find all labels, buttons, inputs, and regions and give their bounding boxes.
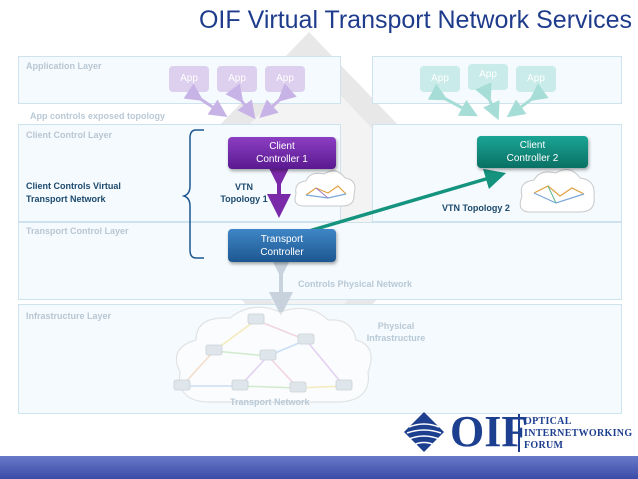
transport-network-label: Transport Network [230, 397, 310, 407]
infrastructure-layer-label: Infrastructure Layer [26, 311, 112, 321]
oif-logo-line1: OPTICAL [524, 416, 572, 427]
vtn-topology-2-label: VTN Topology 2 [442, 203, 510, 213]
transport-network-cloud [173, 306, 372, 403]
client-controls-line2: Transport Network [26, 194, 106, 204]
application-layer-label: Application Layer [26, 61, 102, 71]
transport-control-layer-label: Transport Control Layer [26, 226, 129, 236]
transport-controller[interactable]: Transport Controller [228, 229, 336, 262]
oif-logo-line3: FORUM [524, 440, 564, 451]
client-control-layer-label: Client Control Layer [26, 130, 113, 140]
oif-logo-divider [518, 414, 520, 452]
vtn-topology-1-label: VTN Topology 1 [212, 181, 276, 205]
diagram-title: OIF Virtual Transport Network Services [198, 6, 632, 34]
vtn-topology-1-line2: Topology 1 [220, 194, 268, 204]
client-controller-1-line1: Client [269, 141, 295, 152]
vtn-1-cloud [294, 170, 356, 207]
vtn-topology-2-arrow [278, 168, 507, 250]
app-arrows-left [183, 83, 297, 120]
client-controller-2[interactable]: Client Controller 2 [477, 136, 588, 168]
client-controller-2-line2: Controller 2 [506, 153, 559, 164]
transport-controller-line1: Transport [260, 233, 304, 245]
client-control-brace [181, 129, 204, 259]
vtn-topology-1-line1: VTN [235, 182, 253, 192]
client-controller-1[interactable]: Client Controller 1 [228, 137, 336, 169]
physical-infrastructure-label: Physical Infrastructure [358, 320, 434, 344]
vtn-2-cloud [519, 168, 595, 213]
oif-globe-icon [404, 412, 444, 452]
controls-physical-text: Controls Physical Network [298, 279, 413, 289]
client-controls-line1: Client Controls Virtual [26, 181, 121, 191]
app-controls-text: App controls exposed topology [30, 111, 166, 121]
transport-controller-line2: Controller [260, 246, 304, 258]
physical-infrastructure-line2: Infrastructure [366, 333, 426, 343]
client-controller-2-line1: Client [519, 140, 546, 151]
physical-infrastructure-line1: Physical [377, 321, 415, 331]
oif-logo-letters: OIF [450, 407, 529, 456]
client-controller-1-line2: Controller 1 [256, 154, 308, 165]
client-controls-text: Client Controls Virtual Transport Networ… [26, 180, 121, 206]
footer-bar [0, 456, 638, 479]
oif-logo-text: OPTICAL INTERNETWORKING FORUM [524, 416, 632, 452]
app-arrows-right [427, 82, 549, 121]
oif-logo-line2: INTERNETWORKING [524, 428, 633, 439]
